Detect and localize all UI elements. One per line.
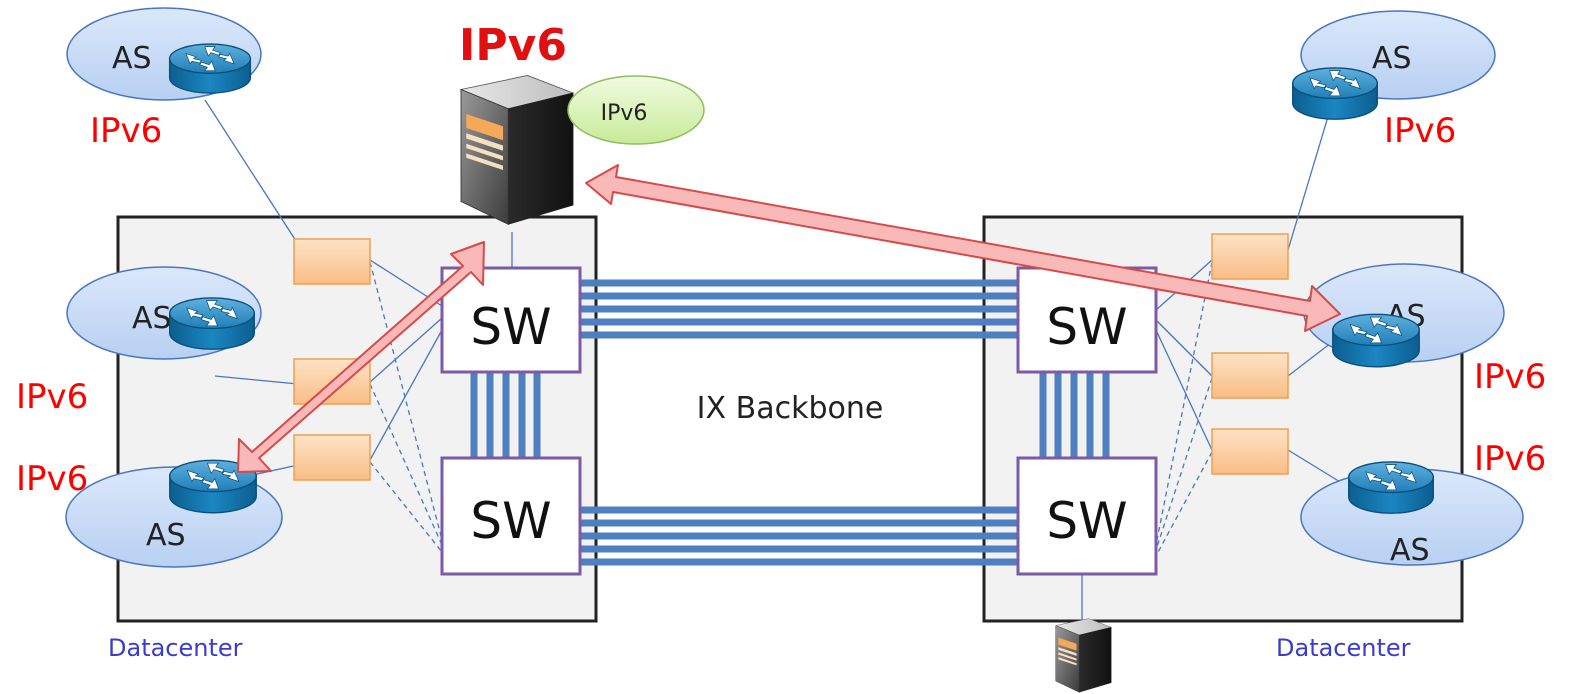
switch-label: SW bbox=[470, 492, 551, 550]
links-right-dashed bbox=[1155, 261, 1213, 557]
router-icon bbox=[1331, 313, 1421, 368]
router-icon bbox=[168, 297, 256, 350]
trunk-vertical-left bbox=[470, 372, 541, 458]
as-label: AS bbox=[146, 518, 186, 553]
ipv6-label: IPv6 bbox=[16, 377, 88, 417]
as-label: AS bbox=[112, 41, 152, 76]
ipv6-label: IPv6 bbox=[16, 459, 88, 499]
router-icon bbox=[168, 43, 252, 94]
port-box bbox=[1211, 352, 1289, 399]
port-box bbox=[293, 238, 371, 285]
switch-label: SW bbox=[1046, 298, 1127, 356]
port-box bbox=[1211, 428, 1289, 475]
router-icon bbox=[1347, 461, 1435, 514]
port-box bbox=[293, 434, 371, 481]
as-label: AS bbox=[1390, 533, 1430, 568]
ipv6-label: IPv6 bbox=[1474, 439, 1546, 479]
server-icon bbox=[460, 75, 574, 225]
server-icon bbox=[1055, 618, 1112, 693]
backbone-trunk-top bbox=[580, 279, 1020, 339]
switch-label: SW bbox=[1046, 492, 1127, 550]
links-left-dashed bbox=[369, 261, 443, 553]
datacenter-label-left: Datacenter bbox=[108, 634, 243, 662]
server-ipv6-badge bbox=[567, 75, 705, 145]
arrow-server-to-as-right bbox=[585, 164, 1341, 332]
server-ipv6-badge-label: IPv6 bbox=[601, 101, 648, 126]
trunk-vertical-right bbox=[1039, 372, 1110, 458]
port-box bbox=[1211, 233, 1289, 280]
switch-label: SW bbox=[470, 298, 551, 356]
as-label: AS bbox=[1372, 41, 1412, 76]
arrow-server-to-as-left bbox=[237, 241, 485, 473]
switch-left-top bbox=[440, 266, 582, 374]
backbone-label: IX Backbone bbox=[697, 391, 884, 426]
as-label: AS bbox=[132, 301, 172, 336]
switch-left-bottom bbox=[440, 456, 582, 576]
switch-right-bottom bbox=[1016, 456, 1158, 576]
ipv6-label: IPv6 bbox=[1474, 357, 1546, 397]
ipv6-label: IPv6 bbox=[1384, 111, 1456, 151]
datacenter-label-right: Datacenter bbox=[1276, 634, 1411, 662]
router-icon bbox=[1291, 67, 1379, 120]
backbone-trunk-bottom bbox=[580, 506, 1020, 566]
ipv6-label: IPv6 bbox=[90, 111, 162, 151]
title-ipv6: IPv6 bbox=[459, 20, 567, 71]
